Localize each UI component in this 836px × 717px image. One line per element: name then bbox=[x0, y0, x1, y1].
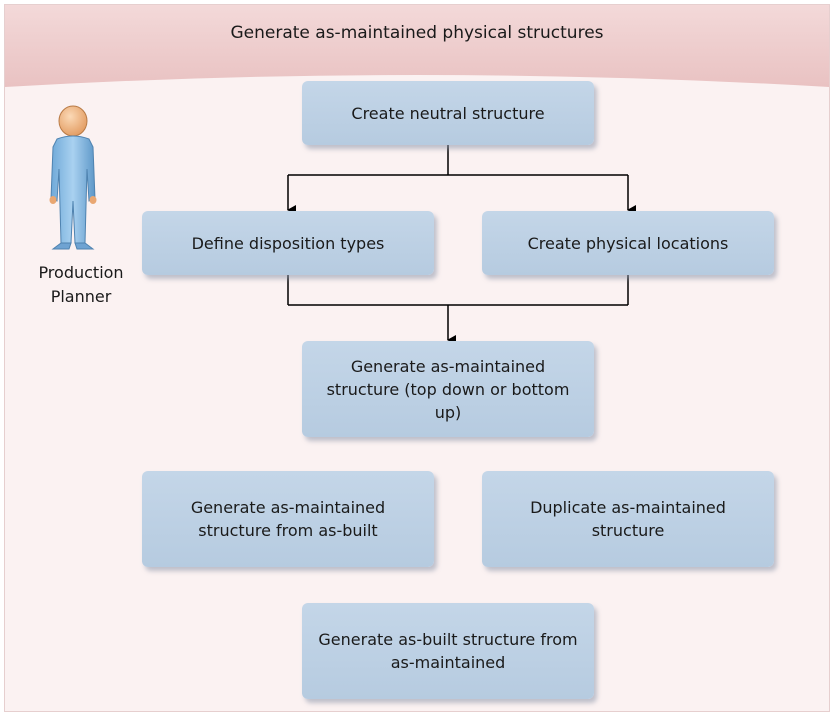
node-label: Define disposition types bbox=[191, 233, 385, 253]
node-generate-as-maintained-structure: Generate as-maintained structure (top do… bbox=[302, 341, 594, 437]
person-icon bbox=[49, 105, 97, 250]
node-define-disposition-types: Define disposition types bbox=[142, 211, 434, 275]
header-band bbox=[5, 5, 829, 87]
node-label: Generate as-maintained structure from as… bbox=[190, 498, 386, 540]
node-generate-from-as-built: Generate as-maintained structure from as… bbox=[142, 471, 434, 567]
node-create-physical-locations: Create physical locations bbox=[482, 211, 774, 275]
node-label: Generate as-maintained structure (top do… bbox=[326, 356, 570, 422]
node-duplicate-as-maintained: Duplicate as-maintained structure bbox=[482, 471, 774, 567]
node-label: Create neutral structure bbox=[351, 103, 545, 123]
node-generate-as-built: Generate as-built structure from as-main… bbox=[302, 603, 594, 699]
node-label: Create physical locations bbox=[527, 233, 729, 253]
node-label: Generate as-built structure from as-main… bbox=[318, 630, 578, 672]
connectors bbox=[287, 145, 636, 345]
node-label: Duplicate as-maintained structure bbox=[530, 498, 726, 540]
diagram-title: Generate as-maintained physical structur… bbox=[230, 23, 604, 43]
node-create-neutral-structure: Create neutral structure bbox=[302, 81, 594, 145]
actor-label: Production Planner bbox=[38, 263, 124, 306]
diagram-frame: Generate as-maintained physical structur… bbox=[4, 4, 830, 712]
